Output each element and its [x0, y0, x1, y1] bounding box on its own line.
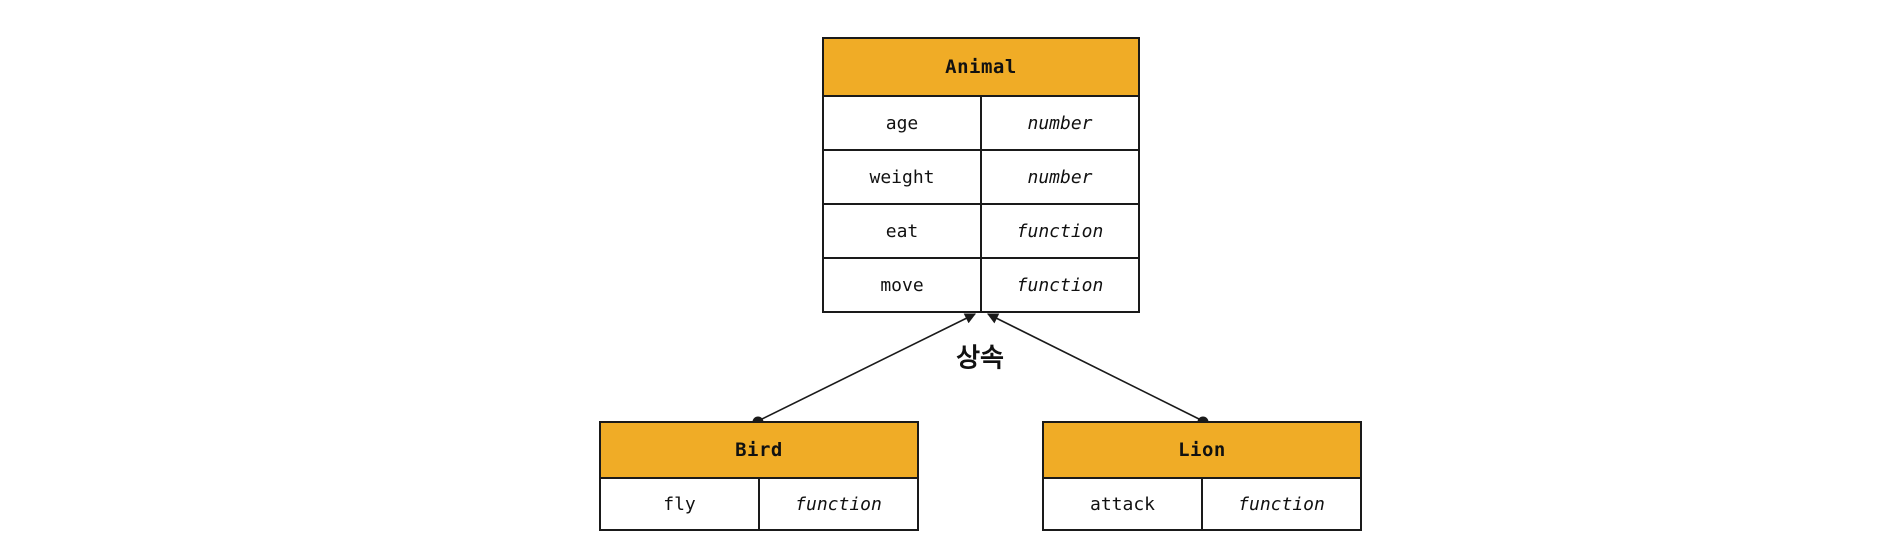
member-type: function [1238, 493, 1325, 515]
relationship-label: 상속 [956, 342, 1004, 373]
member-row-age: age number [824, 97, 1138, 149]
class-table-lion: Lion attack function [1042, 421, 1362, 531]
class-name-bird: Bird [735, 439, 783, 461]
member-type: function [795, 493, 882, 515]
member-type: function [1016, 220, 1104, 242]
member-name: fly [601, 479, 760, 529]
member-name: weight [824, 151, 982, 203]
class-table-animal: Animal age number weight number eat func… [822, 37, 1140, 313]
class-name-animal: Animal [945, 56, 1017, 78]
member-name: attack [1044, 479, 1203, 529]
member-row-attack: attack function [1044, 479, 1360, 529]
member-type: function [1016, 274, 1104, 296]
inheritance-arrow-lion [987, 313, 1202, 421]
member-type: number [1027, 166, 1093, 188]
class-header-bird: Bird [601, 423, 917, 479]
class-name-lion: Lion [1178, 439, 1226, 461]
class-header-lion: Lion [1044, 423, 1360, 479]
member-type: number [1027, 112, 1093, 134]
member-name: eat [824, 205, 982, 257]
class-header-animal: Animal [824, 39, 1138, 97]
class-table-bird: Bird fly function [599, 421, 919, 531]
member-name: move [824, 259, 982, 311]
member-name: age [824, 97, 982, 149]
inheritance-arrow-bird [759, 313, 976, 421]
member-row-move: move function [824, 257, 1138, 311]
member-row-weight: weight number [824, 149, 1138, 203]
member-row-fly: fly function [601, 479, 917, 529]
member-row-eat: eat function [824, 203, 1138, 257]
